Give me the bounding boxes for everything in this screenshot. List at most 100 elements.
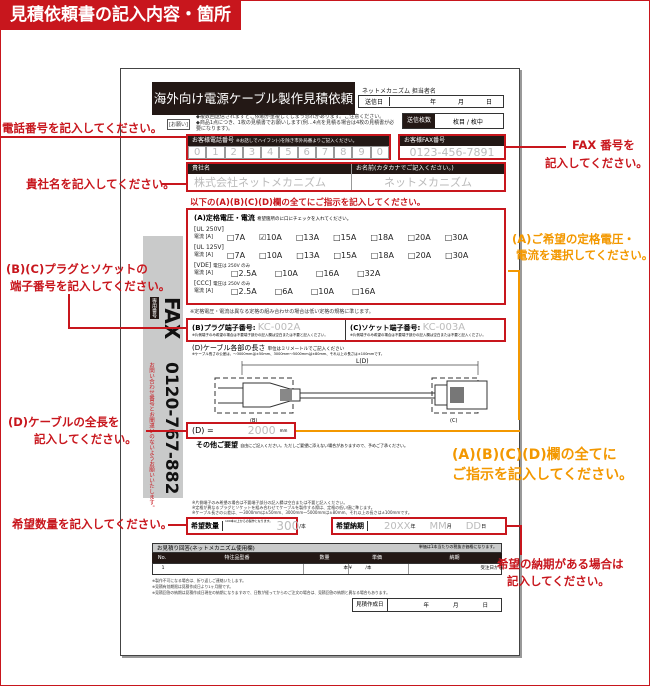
connector-line [168,524,186,526]
d-title: (D)ケーブル各部の長さ 単位はミリメートルでご記入ください [192,344,345,352]
a-footnote: ※定格電圧・電流は異なる定格の組み合わせの場合は低い定格の規格に準じます。 [190,309,374,315]
fax-number-strip [143,236,183,498]
annotation-a-2: 電流を選択してください。 [516,248,650,262]
annotation-all-2: ご指示を記入してください。 [452,467,634,483]
fax-highlight: お客様FAX番号 0123-456-7891 [398,134,506,160]
instruction: 以下の(A)(B)(C)(D)欄の全てにご指示を記入してください。 [190,198,426,208]
note-1: ◆複数回送信されますとご依頼が重複してしまう恐れがあります。ご注意ください。 [196,114,385,120]
section-a-title: (A)定格電圧・電流 希望箇所のに口にチェックを入れてください。 [194,214,352,222]
qty-field[interactable]: 希望数量 100本以上からの製作となります。 300/本 [186,517,306,535]
socket-note: ※片側端子のみ希望の場合は不要端子部分の記入欄は空白または不要と記入ください。 [350,333,486,337]
fax-input[interactable]: 0123-456-7891 [409,146,495,159]
length-label: L(D) [356,358,369,365]
socket-field[interactable]: (C)ソケット端子番号: KC-003A [350,322,466,333]
phone-digit[interactable]: 0 [188,146,207,159]
name-label: お名前(カタカナでご記入ください。) [352,164,504,174]
request-notes: ◆複数回送信されますとご依頼が重複してしまう恐れがあります。ご注意ください。 ◆… [196,114,396,132]
send-date-label: 送信日 [359,97,391,106]
section-a-highlight: (A)定格電圧・電流 希望箇所のに口にチェックを入れてください。 [UL 250… [186,208,506,305]
group-name: [VDE] 電圧は 250V のみ [194,262,251,269]
request-tag: [お願い] [167,119,190,130]
created-date-field: 見積作成日 年月日 [352,598,502,612]
socket-diagram-label: (C) [450,418,457,424]
phone-digit[interactable]: 4 [261,146,280,159]
annotation-fax-2: 記入してください。 [545,156,648,170]
annotation-company: 貴社名を記入してください。 [26,177,175,191]
connector-line [68,294,70,328]
phone-digit[interactable]: 2 [224,146,243,159]
fax-label: お客様FAX番号 [400,136,504,146]
send-date-field[interactable]: 送信日 年 月 日 [358,95,504,108]
annotation-phone: 電話番号を記入してください。 [2,121,163,135]
d-unit: mm [279,428,288,433]
current-options-vde[interactable]: 電流 [A]□2.5A□10A□16A□32A [194,269,381,278]
phone-label: お客様電話番号 ※お話しでハイフン(-)を除き市外局番よりご記入ください。 [188,136,389,146]
phone-digit[interactable]: 6 [297,146,316,159]
phone-digits[interactable]: 0 1 2 3 4 5 6 7 8 9 0 [188,146,389,159]
phone-digit[interactable]: 5 [279,146,298,159]
connector-line [68,327,186,329]
reply-table-header: No.特注品型番数量単価納期 [152,553,502,563]
phone-digit[interactable]: 9 [352,146,371,159]
plug-field[interactable]: (B)プラグ端子番号: KC-002A [192,322,301,333]
footnotes: ※片側端子のみ希望の場合は不要端子部分の記入欄は空白または不要と記入ください。※… [192,500,412,515]
fax-strip-label: FAX [160,297,184,340]
annotation-d-1: (D)ケーブルの全長を [8,415,120,429]
d-note: ※ケーブル長さの公差は、〜3000mmは±50mm、3000mm〜5000mmは… [192,352,385,356]
name-input[interactable]: ネットメカニズム [384,176,472,189]
connector-line [162,183,186,185]
annotation-d-2: 記入してください。 [34,432,137,446]
year-label: 年 [430,99,437,106]
connector-line [507,525,521,527]
annotation-fax-1: FAX 番号を [572,138,635,152]
annotation-due-2: 記入してください。 [507,574,610,588]
annotation-bc-2: 端子番号を記入してください。 [10,279,171,293]
annotation-due-1: 希望の納期がある場合は [497,557,624,571]
staff-label: ネットメカニズム 担当者名 [362,88,436,95]
phone-digit[interactable]: 3 [242,146,262,159]
connector-line [296,430,520,432]
annotation-bc-1: (B)(C)プラグとソケットの [6,262,148,276]
annotation-all-1: (A)(B)(C)(D)欄の全てに [452,447,617,463]
company-input[interactable]: 株式会社ネットメカニズム [194,176,326,189]
current-options-ul125[interactable]: 電流 [A]□7A□10A□13A□15A□18A□20A□30A [194,251,469,260]
pages-value: 枚目 / 枚中 [453,118,483,126]
phone-digit[interactable]: 0 [370,146,389,159]
d-length-input[interactable]: 2000 [247,424,276,437]
d-length-label: (D) = [192,426,214,435]
connector-line [146,430,186,432]
d-length-field[interactable]: (D) = 2000 mm [186,422,296,439]
reply-notes: ※製作不可になる場合は、折り返しご連絡いたします。※見積有効期限は見積作成日より… [152,578,390,595]
page-banner: 見積依頼書の記入内容・箇所 [0,0,241,30]
fax-strip-number: 0120-767-882 [161,362,181,495]
group-name: [CCC] 電圧は 250V のみ [194,280,251,287]
current-options-ul250[interactable]: 電流 [A]□7A☑10A□13A□15A□18A□20A□30A [194,233,468,242]
pages-label: 送信枚数 [403,114,436,128]
note-2: ◆商品1点につき、1枚の見積書でお願いします(例…4点を見積る場合は4枚の見積書… [196,120,395,132]
annotation-qty: 希望数量を記入してください。 [12,517,173,531]
company-label: 貴社名 [188,164,351,174]
connector-line [520,525,522,555]
fax-strip-note: お問い合わせ番号とお間違いのないようお願いいたします。 [148,362,154,511]
current-options-ccc[interactable]: 電流 [A]□2.5A□6A□10A□16A [194,287,376,296]
group-name: [UL 250V] [194,226,224,233]
section-bc-highlight: (B)プラグ端子番号: KC-002A ※片側端子のみ希望の場合は不要端子部分の… [186,318,506,342]
other-requests[interactable]: その他ご要望 自由にご記入ください。ただしご要望に添えない場合がありますので、予… [196,441,408,449]
annotation-a-1: (A)ご希望の定格電圧・ [512,232,635,246]
connector-line [0,136,186,138]
phone-digit[interactable]: 1 [206,146,225,159]
plug-diagram-label: (B) [250,418,257,424]
form-title: 海外向け電源ケーブル製作見積依頼書 [152,82,355,139]
phone-digit[interactable]: 8 [334,146,353,159]
plug-note: ※片側端子のみ希望の場合は不要端子部分の記入欄は空白または不要と記入ください。 [192,333,328,337]
connector-line [518,270,520,420]
fax-strip-sub: 専用番号 [150,297,159,319]
pages-field[interactable]: 送信枚数 枚目 / 枚中 [402,113,504,129]
connector-line [506,146,566,148]
group-name: [UL 125V] [194,244,224,251]
phone-digit[interactable]: 7 [315,146,335,159]
phone-highlight: お客様電話番号 ※お話しでハイフン(-)を除き市外局番よりご記入ください。 0 … [186,134,391,160]
connector-line [508,270,518,272]
